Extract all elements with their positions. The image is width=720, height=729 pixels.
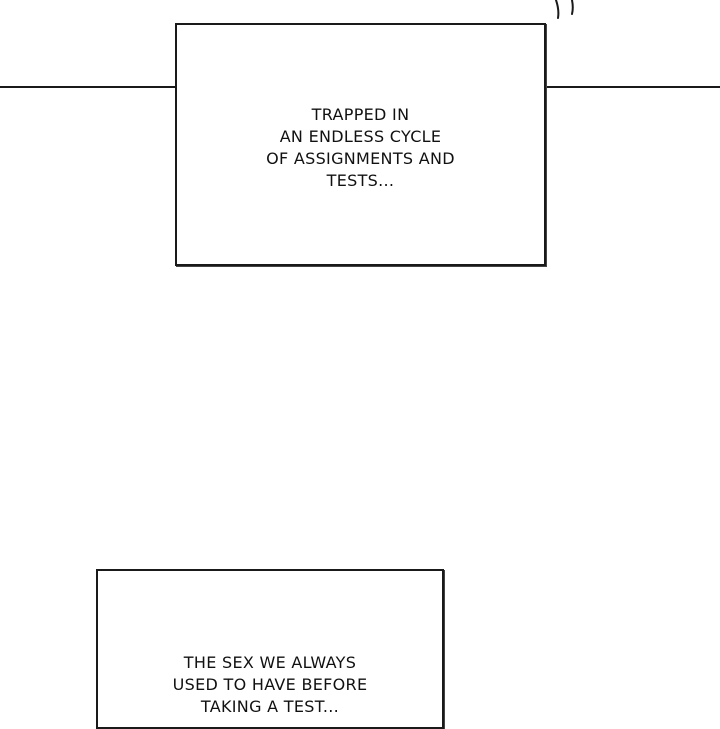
caption-box-top: TRAPPED IN AN ENDLESS CYCLE OF ASSIGNMEN…: [175, 23, 546, 266]
caption-box-bottom: THE SEX WE ALWAYS USED TO HAVE BEFORE TA…: [96, 569, 444, 729]
caption-line: TAKING A TEST...: [200, 697, 340, 716]
caption-line: USED TO HAVE BEFORE: [172, 675, 368, 694]
caption-line: THE SEX WE ALWAYS: [183, 653, 357, 672]
caption-line: OF ASSIGNMENTS AND: [266, 149, 455, 168]
ink-scribble-mark: [555, 0, 574, 19]
caption-line: AN ENDLESS CYCLE: [279, 127, 442, 146]
caption-line: TRAPPED IN: [311, 105, 410, 124]
caption-text-top: TRAPPED IN AN ENDLESS CYCLE OF ASSIGNMEN…: [177, 104, 544, 192]
caption-line: TESTS...: [326, 171, 395, 190]
divider-line-right: [544, 86, 720, 88]
caption-text-bottom: THE SEX WE ALWAYS USED TO HAVE BEFORE TA…: [98, 652, 442, 718]
divider-line-left: [0, 86, 177, 88]
